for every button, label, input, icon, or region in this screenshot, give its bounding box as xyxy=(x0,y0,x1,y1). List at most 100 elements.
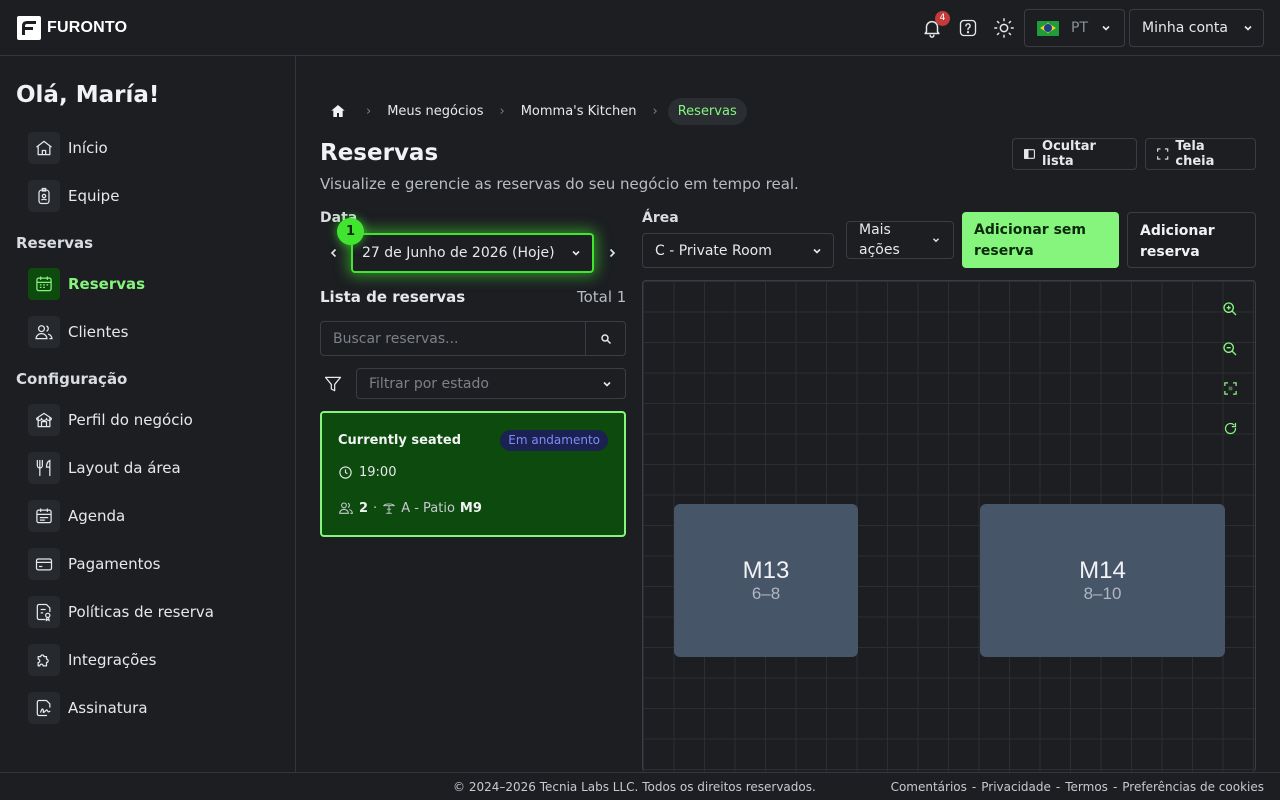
search-input[interactable] xyxy=(321,322,585,355)
reset-view-button[interactable] xyxy=(1220,418,1240,438)
account-label: Minha conta xyxy=(1142,20,1228,36)
more-actions-button[interactable]: Mais ações xyxy=(846,221,954,259)
area-select[interactable]: C - Private Room xyxy=(642,233,834,268)
greeting: Olá, María! xyxy=(16,82,160,108)
fullscreen-button[interactable]: Tela cheia xyxy=(1145,138,1256,170)
footer-separator: - xyxy=(1112,780,1118,794)
reservation-name: Currently seated xyxy=(338,433,462,448)
policy-icon xyxy=(28,596,60,628)
reservation-time-value: 19:00 xyxy=(359,465,397,480)
breadcrumb-business[interactable]: Momma's Kitchen xyxy=(520,103,637,119)
search-button[interactable] xyxy=(585,322,625,355)
footer-link-comentarios[interactable]: Comentários xyxy=(890,780,967,794)
notifications-button[interactable]: 4 xyxy=(920,11,950,40)
date-value: 27 de Junho de 2026 (Hoje) xyxy=(362,245,555,261)
chevron-right-icon xyxy=(609,248,616,258)
status-filter-select[interactable]: Filtrar por estado xyxy=(356,368,626,399)
refresh-icon xyxy=(1224,422,1236,434)
table-name: M13 xyxy=(742,556,790,584)
zoom-in-button[interactable] xyxy=(1220,299,1240,319)
chevron-right-icon: › xyxy=(366,103,372,119)
floor-plan-canvas[interactable]: M13 6–8 M14 8–10 xyxy=(642,280,1256,772)
chevron-down-icon xyxy=(603,381,611,387)
top-bar: FURONTO 4 PT Minha conta xyxy=(0,0,1280,56)
sidebar-item-politicas[interactable]: Políticas de reserva xyxy=(28,596,214,628)
sidebar-item-label: Layout da área xyxy=(68,459,181,477)
fit-to-screen-button[interactable] xyxy=(1220,378,1240,398)
reservation-list-title: Lista de reservas xyxy=(320,288,466,306)
sidebar-panel-icon xyxy=(1024,149,1035,159)
home-icon xyxy=(331,105,345,117)
sidebar-item-equipe[interactable]: Equipe xyxy=(28,180,119,212)
breadcrumb-meus-negocios[interactable]: Meus negócios xyxy=(387,103,484,119)
area-value: C - Private Room xyxy=(655,242,772,259)
sidebar-item-label: Integrações xyxy=(68,651,157,669)
footer-links: Comentários - Privacidade - Termos - Pre… xyxy=(891,780,1264,794)
theme-toggle-button[interactable] xyxy=(992,16,1016,40)
zoom-out-icon xyxy=(1223,342,1237,356)
sidebar-item-agenda[interactable]: Agenda xyxy=(28,500,125,532)
status-filter-placeholder: Filtrar por estado xyxy=(369,375,489,392)
sidebar-item-layout[interactable]: Layout da área xyxy=(28,452,181,484)
sidebar-item-label: Equipe xyxy=(68,187,120,205)
home-icon xyxy=(28,132,60,164)
sidebar-item-label: Início xyxy=(68,139,108,157)
add-walk-in-button[interactable]: Adicionar sem reserva xyxy=(962,212,1119,268)
brand-logo[interactable]: FURONTO xyxy=(17,16,127,40)
users-icon xyxy=(339,502,353,514)
table-capacity: 8–10 xyxy=(1083,583,1122,603)
schedule-icon xyxy=(28,500,60,532)
help-icon xyxy=(959,19,977,37)
floor-table-m14[interactable]: M14 8–10 xyxy=(980,504,1225,657)
footer-separator: - xyxy=(1055,780,1061,794)
breadcrumb-home[interactable] xyxy=(320,96,356,126)
next-date-button[interactable] xyxy=(602,239,622,267)
clock-icon xyxy=(339,466,352,479)
sidebar-item-pagamentos[interactable]: Pagamentos xyxy=(28,548,161,580)
reservation-meta: 2 · A - Patio M9 xyxy=(338,500,482,516)
chevron-down-icon xyxy=(1102,25,1110,31)
chevron-down-icon xyxy=(933,238,939,243)
step-marker-badge: 1 xyxy=(337,218,364,245)
sidebar-item-inicio[interactable]: Início xyxy=(28,132,108,164)
help-button[interactable] xyxy=(956,16,980,40)
footer-link-cookies[interactable]: Preferências de cookies xyxy=(1122,780,1264,794)
sidebar-item-label: Políticas de reserva xyxy=(68,603,214,621)
users-icon xyxy=(28,316,60,348)
reservation-card[interactable]: Currently seated Em andamento 19:00 2 · … xyxy=(320,411,626,537)
chevron-right-icon: › xyxy=(499,103,505,119)
sidebar: Olá, María! Início Equipe Reservas Reser… xyxy=(0,56,296,772)
guest-count: 2 xyxy=(359,500,369,516)
footer-link-privacidade[interactable]: Privacidade xyxy=(981,780,1051,794)
brazil-flag-icon xyxy=(1037,20,1059,36)
reservation-time: 19:00 xyxy=(338,465,396,480)
page-subtitle: Visualize e gerencie as reservas do seu … xyxy=(320,175,799,193)
add-reservation-button[interactable]: Adicionar reserva xyxy=(1127,212,1256,268)
date-select[interactable]: 27 de Junho de 2026 (Hoje) xyxy=(351,233,594,273)
language-select[interactable]: PT xyxy=(1024,9,1125,47)
sidebar-item-label: Assinatura xyxy=(68,699,148,717)
calendar-icon xyxy=(28,268,60,300)
sidebar-item-reservas[interactable]: Reservas xyxy=(28,268,145,300)
sidebar-item-clientes[interactable]: Clientes xyxy=(28,316,128,348)
footer: © 2024–2026 Tecnia Labs LLC. Todos os di… xyxy=(0,772,1280,800)
store-icon xyxy=(28,404,60,436)
fullscreen-label: Tela cheia xyxy=(1175,139,1215,169)
reservation-total: Total 1 xyxy=(577,288,627,306)
hide-list-button[interactable]: Ocultar lista xyxy=(1012,138,1137,170)
filter-icon xyxy=(323,374,345,396)
previous-date-button[interactable] xyxy=(324,239,344,267)
footer-link-termos[interactable]: Termos xyxy=(1065,780,1108,794)
account-menu-button[interactable]: Minha conta xyxy=(1129,9,1264,47)
area-label: Área xyxy=(642,210,679,226)
zoom-out-button[interactable] xyxy=(1220,339,1240,359)
status-badge: Em andamento xyxy=(500,430,608,451)
zoom-in-icon xyxy=(1223,302,1237,316)
page-title: Reservas xyxy=(320,140,439,166)
floor-table-m13[interactable]: M13 6–8 xyxy=(674,504,858,657)
sidebar-item-perfil[interactable]: Perfil do negócio xyxy=(28,404,193,436)
umbrella-table-icon xyxy=(383,503,396,514)
sidebar-item-assinatura[interactable]: Assinatura xyxy=(28,692,148,724)
section-label-configuracao: Configuração xyxy=(16,370,128,388)
sidebar-item-integracoes[interactable]: Integrações xyxy=(28,644,156,676)
